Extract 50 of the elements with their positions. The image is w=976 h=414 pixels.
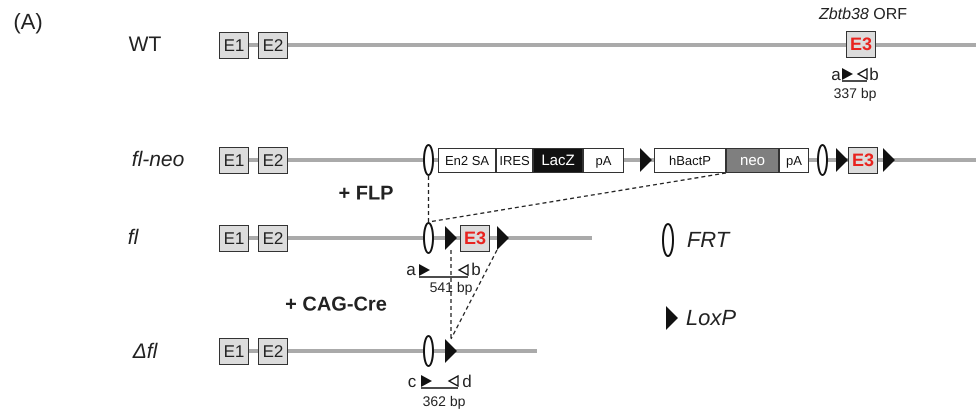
exon-box: E2 <box>258 147 288 174</box>
primer-label: a <box>831 65 841 85</box>
cassette-segment: pA <box>779 148 809 173</box>
treatment-label: + CAG-Cre <box>285 294 387 316</box>
product-size-label: 541 bp <box>430 279 472 295</box>
primer-label: c <box>408 372 416 392</box>
cassette-segment: neo <box>726 148 779 173</box>
cassette-segment: En2 SA <box>438 148 496 173</box>
product-size-label: 362 bp <box>422 393 466 409</box>
frt-site-icon <box>423 335 434 367</box>
exon-box: E1 <box>219 338 249 365</box>
exon-box: E2 <box>258 32 288 59</box>
loxp-site-icon <box>640 148 652 172</box>
loxp-site-icon <box>445 339 457 363</box>
loxp-site-icon <box>883 148 895 172</box>
exon-box: E1 <box>219 225 249 252</box>
dashed-connector <box>428 172 726 223</box>
allele-label: Δfl <box>132 340 158 364</box>
cassette-segment: LacZ <box>533 148 583 173</box>
exon-box: E2 <box>258 225 288 252</box>
allele-label: fl <box>128 226 138 250</box>
cassette-segment: IRES <box>496 148 533 173</box>
dashed-connector <box>450 250 498 340</box>
frt-site-icon <box>423 222 434 254</box>
product-size-label: 337 bp <box>834 85 876 101</box>
exon-box: E1 <box>219 147 249 174</box>
panel-label: (A) <box>13 9 43 35</box>
primer-label: d <box>462 372 472 392</box>
treatment-label: + FLP <box>338 182 394 206</box>
loxp-site-icon <box>445 226 457 250</box>
exon-box: E3 <box>848 147 878 174</box>
primer-label: b <box>869 65 879 85</box>
cassette-segment: pA <box>583 148 624 173</box>
exon-box: E3 <box>846 31 876 58</box>
allele-label: WT <box>128 33 162 57</box>
loxp-site-icon <box>497 226 509 250</box>
frt-site-icon <box>817 144 828 176</box>
primer-label: b <box>471 260 481 280</box>
legend-label: LoxP <box>686 305 736 331</box>
dashed-connector <box>450 250 452 339</box>
exon-box: E2 <box>258 338 288 365</box>
allele-label: fl-neo <box>132 148 184 172</box>
cassette-segment: hBactP <box>654 148 726 173</box>
primer-label: a <box>406 260 416 280</box>
frt-site-icon <box>423 144 434 176</box>
legend-label: FRT <box>686 227 730 253</box>
dashed-connector <box>428 176 430 222</box>
exon-box: E1 <box>219 32 249 59</box>
gene-label: Zbtb38 ORF <box>818 6 908 24</box>
exon-box: E3 <box>460 225 490 252</box>
